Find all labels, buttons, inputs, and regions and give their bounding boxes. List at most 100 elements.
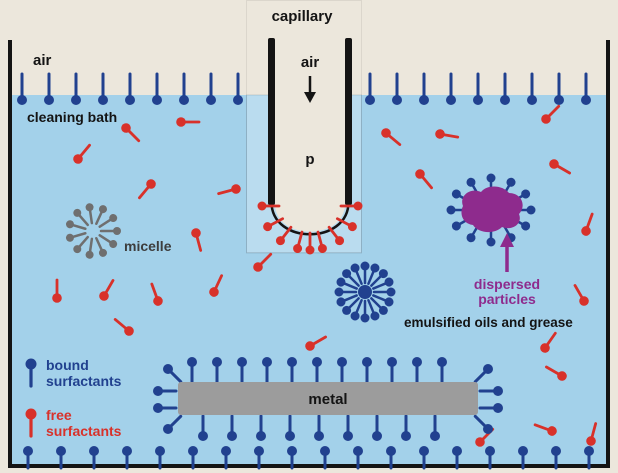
surfactant-pin: [163, 364, 183, 384]
surfactant-pin: [412, 357, 422, 384]
surfactant-pin: [350, 263, 363, 285]
surfactant-pin: [581, 212, 594, 236]
dispersed-particle-blob: [461, 186, 523, 233]
surfactant-pin: [372, 414, 382, 441]
capillary-wall-left: [268, 38, 275, 205]
surfactant-pin: [342, 297, 360, 315]
surfactant-pin: [392, 72, 402, 105]
surfactant-pin: [545, 365, 567, 381]
surfactant-pin: [518, 446, 528, 470]
surfactant-pin: [293, 230, 304, 254]
oil-droplet-core: [358, 285, 372, 299]
surfactant-pin: [573, 284, 589, 306]
metal-block: [178, 382, 478, 415]
dispersed-particles-arrowhead: [500, 233, 514, 247]
surfactant-pin: [73, 143, 91, 164]
surfactant-pin: [314, 414, 324, 441]
surfactant-pin: [551, 446, 561, 470]
surfactant-pin: [89, 446, 99, 470]
surfactant-pin: [150, 282, 163, 306]
surfactant-pin: [263, 217, 285, 232]
surfactant-pin: [95, 237, 107, 257]
surfactant-pin: [452, 446, 462, 470]
air-inside-label: air: [301, 54, 320, 71]
surfactant-pin: [122, 446, 132, 470]
surfactant-pin: [527, 72, 537, 105]
surfactant-pin: [187, 357, 197, 384]
legend-bound-line2: surfactants: [46, 373, 122, 389]
surfactant-pin: [500, 72, 510, 105]
surfactant-pin: [98, 72, 108, 105]
surfactant-pin: [549, 159, 571, 175]
surfactant-pin: [337, 357, 347, 384]
surfactant-pin: [25, 408, 37, 438]
free-surfactants-scatter: [52, 104, 598, 447]
surfactant-pin: [153, 386, 178, 396]
surfactant-pin: [446, 72, 456, 105]
surfactant-pin: [581, 72, 591, 105]
surfactant-pin: [44, 72, 54, 105]
legend-free-line1: free: [46, 407, 72, 423]
surfactant-pin: [554, 72, 564, 105]
surfactant-pin: [584, 446, 594, 470]
surfactant-pin: [386, 446, 396, 470]
surfactant-pin: [99, 279, 115, 301]
surfactant-pin: [237, 357, 247, 384]
surfactant-pin: [387, 357, 397, 384]
surfactant-pin: [360, 261, 370, 285]
surfactant-pin: [533, 423, 557, 436]
surfactant-pin: [65, 220, 87, 230]
cleaning-bath-label: cleaning bath: [27, 109, 117, 125]
surfactant-pin: [98, 214, 118, 228]
surfactant-pin: [336, 294, 358, 307]
surfactant-pin: [353, 446, 363, 470]
dispersed-label-line1: dispersed: [474, 276, 540, 292]
adsorbed-surfactants-meniscus: [257, 201, 363, 255]
surfactant-pin: [125, 72, 135, 105]
surfactant-pin: [73, 235, 90, 254]
surfactant-pin: [85, 203, 94, 225]
bound-surfactants-metal: [153, 357, 503, 441]
surfactant-pin: [372, 287, 396, 297]
surfactant-pin: [305, 231, 315, 255]
capillary-interior: [275, 40, 345, 232]
surfactant-pin: [473, 364, 493, 384]
surfactant-pin: [419, 72, 429, 105]
surfactant-pin: [163, 414, 183, 434]
capillary-wall-right: [345, 38, 352, 205]
surfactant-pin: [342, 269, 360, 287]
surfactant-pin: [415, 169, 433, 190]
surfactant-pin: [262, 357, 272, 384]
surfactant-pin: [305, 335, 327, 351]
surfactant-pin: [437, 357, 447, 384]
surfactant-pin: [179, 72, 189, 105]
micelle: [65, 203, 121, 259]
capillary-band-outline: [246, 0, 362, 253]
air-flow-arrowhead: [304, 92, 316, 103]
surfactant-pin: [98, 234, 118, 248]
surfactant-pin: [367, 263, 380, 285]
surfactant-pin: [256, 414, 266, 441]
surfactant-pin: [191, 228, 203, 252]
surfactant-pin: [430, 414, 440, 441]
surfactant-pin: [365, 72, 375, 105]
surfactant-pin: [372, 277, 394, 290]
surfactant-pin: [381, 128, 402, 146]
surfactant-pin: [121, 123, 141, 143]
bound-surfactants-bottom: [23, 446, 594, 470]
surfactant-pin: [285, 414, 295, 441]
surfactant-pin: [99, 227, 121, 235]
surfactant-pin: [287, 446, 297, 470]
surfactant-pin: [370, 269, 388, 287]
surfactant-pin: [372, 294, 394, 307]
surfactant-pin: [221, 446, 231, 470]
surfactant-pin: [206, 72, 216, 105]
surfactant-pin: [71, 72, 81, 105]
surfactant-pin: [336, 277, 358, 290]
metal-label: metal: [308, 391, 347, 408]
surfactant-pin: [233, 72, 243, 105]
surfactant-pin: [138, 179, 156, 200]
surfactant-pin: [23, 446, 33, 470]
